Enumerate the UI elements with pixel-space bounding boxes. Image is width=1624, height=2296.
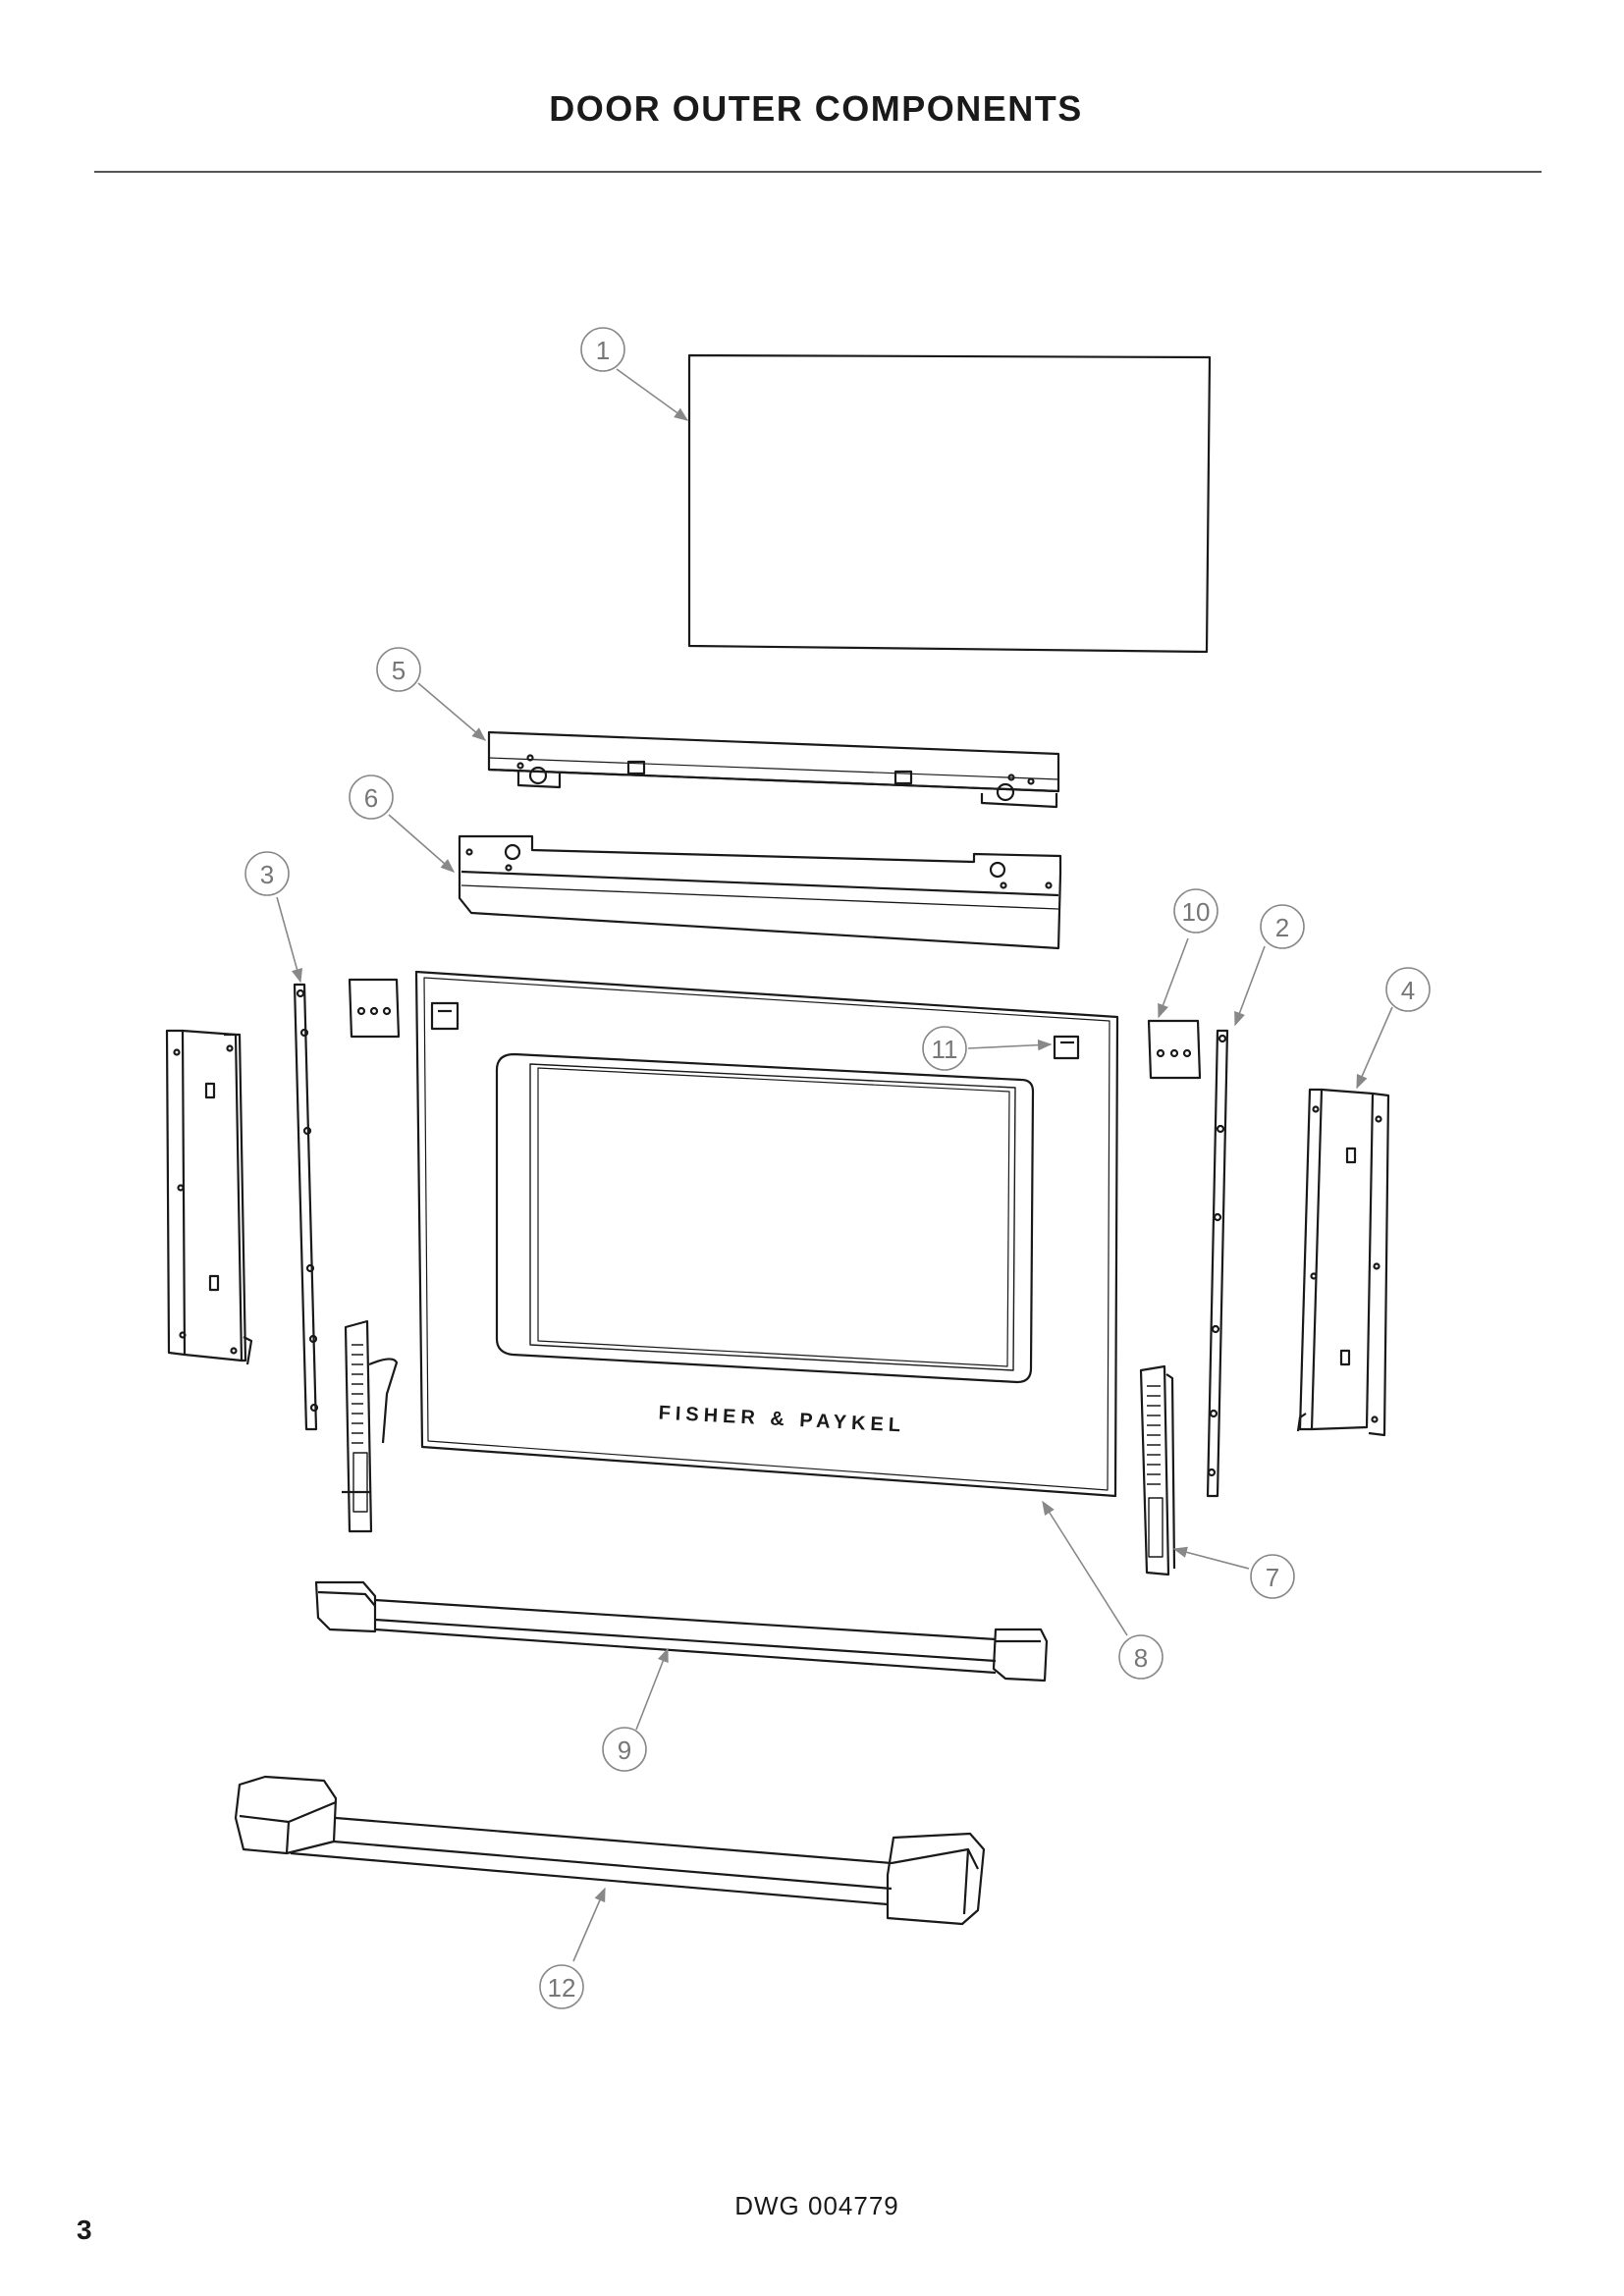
callout-3: 3 [244, 851, 290, 896]
leader-6 [388, 814, 456, 873]
header-divider [94, 171, 1542, 173]
callout-2: 2 [1260, 904, 1305, 949]
leader-1 [616, 368, 689, 421]
drawing-number: DWG 004779 [734, 2191, 899, 2220]
leader-11 [967, 1039, 1053, 1051]
left-hinge-plate [348, 978, 401, 1039]
part-7-right-hinge [1139, 1364, 1176, 1576]
brand-label: FISHER & PAYKEL [658, 1402, 906, 1436]
callout-9: 9 [602, 1727, 647, 1772]
part-4-right-side-bracket [1296, 1088, 1390, 1437]
svg-text:3: 3 [260, 860, 274, 889]
svg-text:10: 10 [1182, 897, 1211, 927]
svg-text:4: 4 [1401, 976, 1415, 1005]
part-1-glass-panel [687, 353, 1212, 654]
callout-1: 1 [580, 327, 625, 372]
svg-text:12: 12 [548, 1973, 576, 2002]
part-9-door-handle [314, 1580, 1049, 1682]
leader-3 [276, 896, 303, 984]
svg-text:9: 9 [618, 1735, 631, 1765]
part-3-left-strip [293, 983, 319, 1431]
leader-9 [635, 1647, 669, 1731]
callout-10: 10 [1173, 888, 1218, 934]
svg-text:1: 1 [596, 336, 610, 365]
svg-text:5: 5 [392, 656, 406, 685]
svg-text:11: 11 [932, 1035, 958, 1064]
callout-7: 7 [1250, 1554, 1295, 1599]
leader-2 [1234, 945, 1266, 1027]
part-5-top-trim [487, 730, 1060, 809]
svg-text:8: 8 [1134, 1643, 1148, 1673]
callout-4: 4 [1385, 967, 1431, 1012]
callout-11: 11 [922, 1026, 967, 1071]
left-hinge-assembly [342, 1319, 399, 1533]
part-8-outer-door-panel [414, 970, 1119, 1498]
callout-12: 12 [539, 1964, 584, 2009]
svg-text:6: 6 [364, 783, 378, 813]
leader-7 [1172, 1546, 1250, 1570]
part-2-right-strip [1206, 1029, 1229, 1498]
leader-4 [1356, 1006, 1393, 1090]
part-6-lower-trim [458, 834, 1062, 950]
part-12-large-door-handle [234, 1775, 986, 1926]
leader-5 [417, 682, 487, 741]
leader-10 [1158, 937, 1189, 1019]
leader-8 [1042, 1500, 1128, 1636]
svg-text:7: 7 [1266, 1563, 1279, 1592]
page-number: 3 [77, 2215, 92, 2245]
leader-12 [572, 1887, 606, 1962]
callout-8: 8 [1118, 1634, 1164, 1680]
callout-6: 6 [349, 774, 394, 820]
svg-text:2: 2 [1275, 913, 1289, 942]
page-title: DOOR OUTER COMPONENTS [549, 88, 1083, 129]
part-10-right-hinge-plate [1147, 1019, 1202, 1080]
left-side-bracket [165, 1029, 253, 1365]
callout-5: 5 [376, 647, 421, 692]
